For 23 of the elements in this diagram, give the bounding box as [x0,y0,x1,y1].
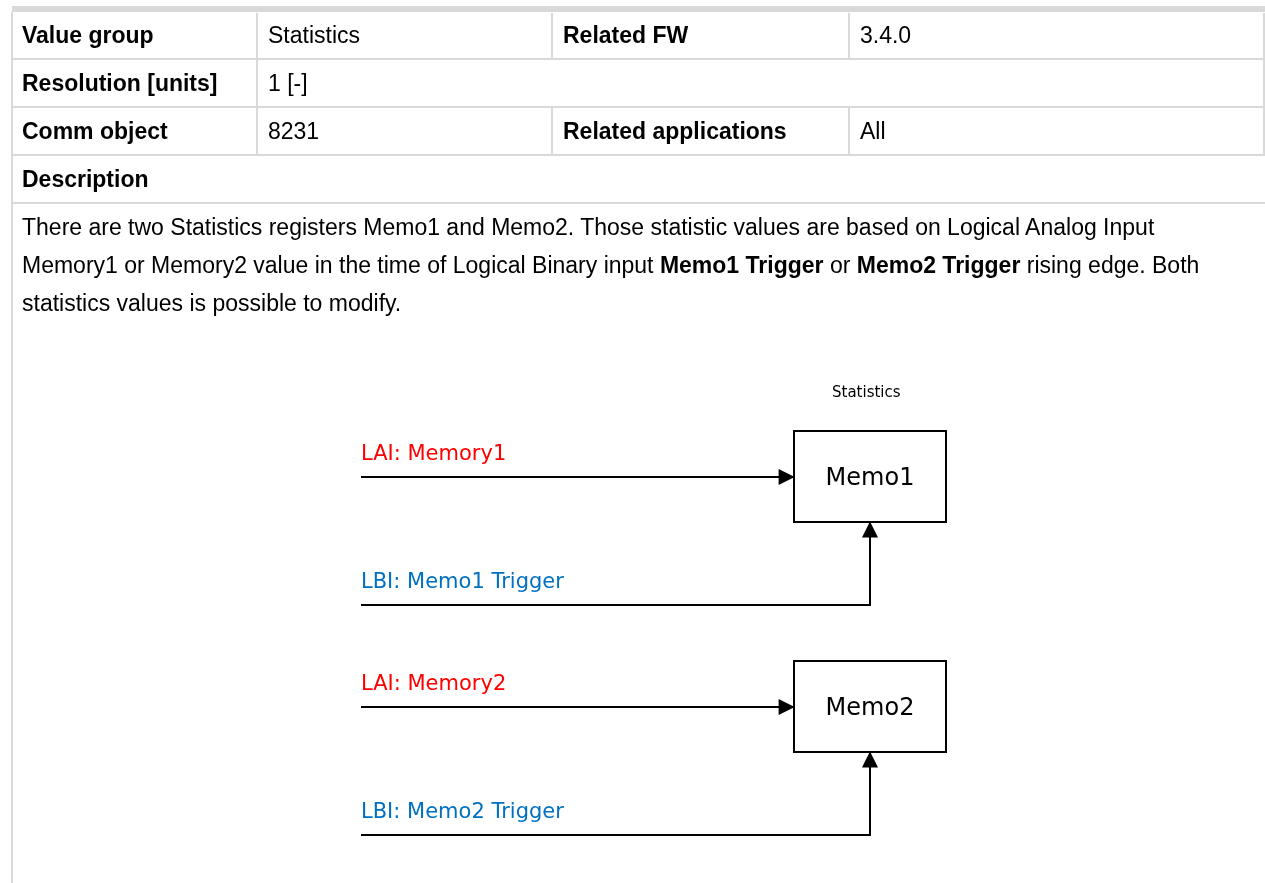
field-value: 3.4.0 [850,13,1265,60]
arrow [360,469,795,485]
field-value: All [850,108,1265,156]
signal-label: LBI: Memo1 Trigger [361,569,564,605]
register-box: Memo1 [793,430,947,523]
field-label: Comm object [12,108,258,156]
field-label: Value group [12,13,258,60]
signal-label: LAI: Memory2 [361,671,507,707]
group-label: Statistics [832,383,901,401]
field-label: Related applications [553,108,850,156]
field-value: Statistics [258,13,553,60]
section-heading: Description [12,156,1265,204]
signal-label: LAI: Memory1 [361,441,507,477]
field-value: 8231 [258,108,553,156]
signal-label: LBI: Memo2 Trigger [361,799,564,835]
field-label: Related FW [553,13,850,60]
description-text: There are two Statistics registers Memo1 and Memo2. Those statistic values are based on Logical Analog Input Memory1 or Memory2 value in the time of Logical Binary input Memo1 Trigger or Memo2 Trigger rising edge. Both statistics values is possible to modify. [22,213,1201,318]
field-value: 1 [-] [258,60,1265,108]
register-box: Memo2 [793,660,947,753]
field-label: Resolution [units] [12,60,258,108]
arrow [360,751,878,836]
arrow [360,699,795,715]
arrow [360,521,878,606]
